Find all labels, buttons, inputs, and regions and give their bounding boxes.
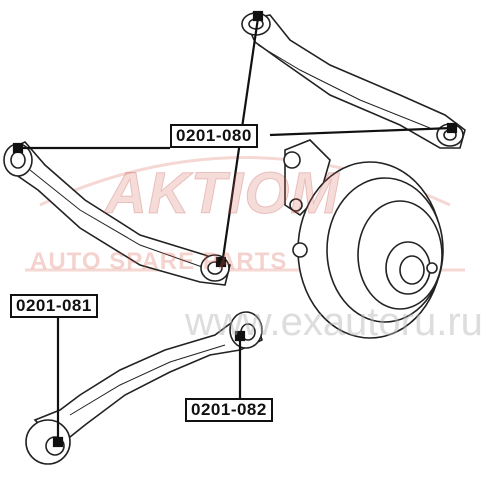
leader-dot	[52, 436, 64, 448]
upper-control-arm-top	[241, 12, 466, 149]
part-label-0201-082: 0201-082	[185, 398, 273, 422]
leader-dot	[12, 142, 24, 154]
leader-dot	[215, 256, 227, 268]
part-label-0201-080: 0201-080	[170, 124, 258, 148]
lower-control-arm-left	[3, 141, 231, 286]
wheel-hub	[283, 139, 444, 339]
leader-lines	[12, 10, 458, 448]
part-label-0201-081: 0201-081	[10, 294, 98, 318]
leader-dot	[446, 122, 458, 134]
leader-dot	[252, 10, 264, 22]
leader-dot	[234, 330, 246, 342]
